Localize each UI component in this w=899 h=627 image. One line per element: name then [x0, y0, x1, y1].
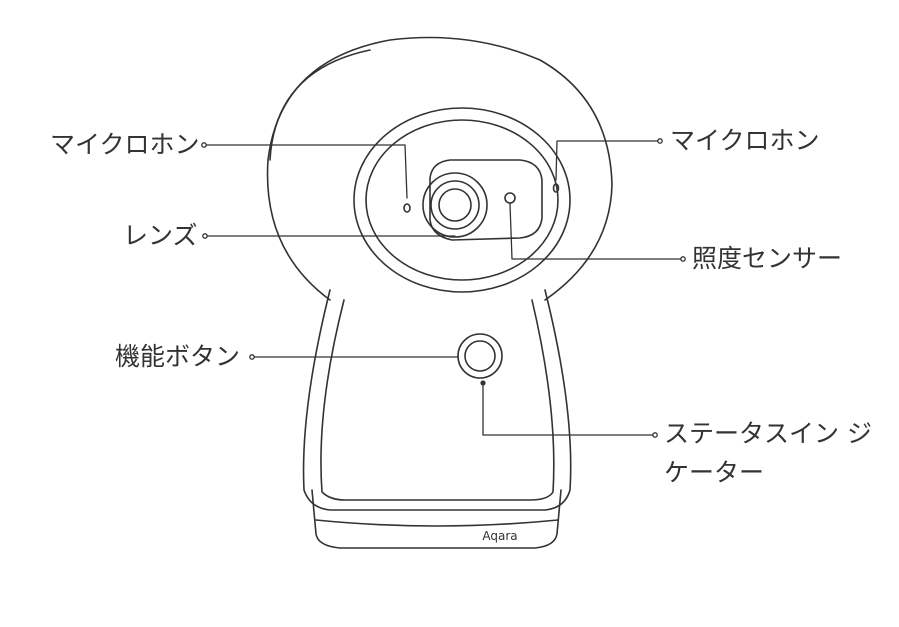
- label-microphone-right: マイクロホン: [670, 126, 820, 155]
- camera-head: [266, 36, 613, 301]
- camera-body: [302, 289, 572, 511]
- label-lens: レンズ: [123, 221, 198, 250]
- label-status-indicator-line1: ステータスイン ジ: [664, 419, 872, 448]
- label-function-button: 機能ボタン: [115, 342, 241, 371]
- brand-logo: Aqara: [482, 529, 517, 543]
- function-button-drawing: [457, 333, 503, 386]
- leader-lines: [201, 138, 686, 438]
- camera-base: [311, 489, 562, 549]
- label-microphone-left: マイクロホン: [50, 130, 200, 159]
- label-status-indicator-line2: ケーター: [664, 458, 765, 487]
- label-light-sensor: 照度センサー: [692, 244, 843, 273]
